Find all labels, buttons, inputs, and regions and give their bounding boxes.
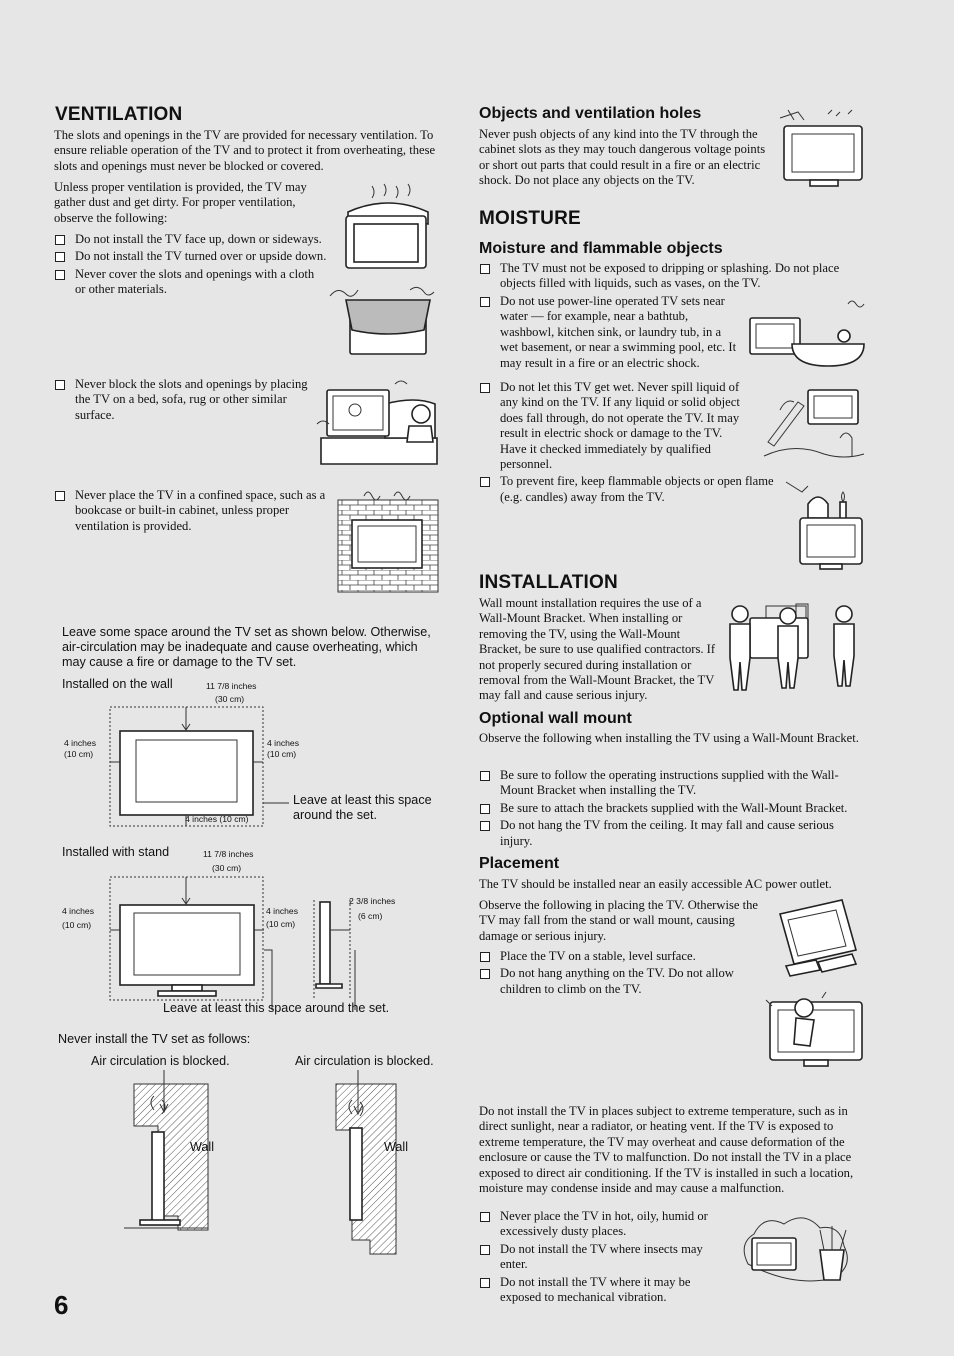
installation-text: Wall mount installation requires the use… — [479, 596, 716, 703]
moisture-title: MOISTURE — [479, 208, 581, 229]
tv-unstable-surface-illustration — [779, 899, 858, 977]
list-item: Do not hang the TV from the ceiling. It … — [479, 818, 865, 849]
temperature-text: Do not install the TV in places subject … — [479, 1104, 854, 1196]
wall-mount-installers-illustration — [729, 603, 855, 691]
list-item: Do not install the TV turned over or ups… — [54, 249, 336, 264]
wall-right-dim-cm: (10 cm) — [267, 749, 297, 759]
list-item: Never place the TV in hot, oily, humid o… — [479, 1209, 729, 1240]
list-item: The TV must not be exposed to dripping o… — [479, 261, 869, 292]
list-item: Do not install the TV where insects may … — [479, 1242, 729, 1273]
optional-wall-mount-title: Optional wall mount — [479, 710, 632, 727]
list-item: Do not install the TV where it may be ex… — [479, 1275, 729, 1306]
placement-list: Place the TV on a stable, level surface.… — [479, 949, 755, 999]
wall-label-left: Wall — [190, 1140, 215, 1154]
page-number: 6 — [54, 1290, 69, 1320]
ventilation-list-2: Never block the slots and openings by pl… — [54, 377, 314, 425]
moisture-list-2: Do not use power-line operated TV sets n… — [479, 294, 741, 373]
list-item: Be sure to attach the brackets supplied … — [479, 801, 874, 816]
ventilation-title: VENTILATION — [55, 104, 183, 125]
objects-text: Never push objects of any kind into the … — [479, 127, 766, 188]
list-item: To prevent fire, keep flammable objects … — [479, 474, 780, 505]
ventilation-list-1: Do not install the TV face up, down or s… — [54, 232, 336, 300]
wall-top-dim-cm: (30 cm) — [215, 694, 245, 704]
wall-bottom-dim: 4 inches (10 cm) — [185, 814, 249, 824]
ventilation-intro2: Unless proper ventilation is provided, t… — [54, 180, 307, 225]
blocked-right-label: Air circulation is blocked. — [295, 1054, 434, 1068]
stand-side-dim-cm: (6 cm) — [358, 911, 383, 921]
moisture-list-3: Do not let this TV get wet. Never spill … — [479, 380, 774, 507]
installation-title: INSTALLATION — [479, 572, 618, 593]
moisture-subtitle: Moisture and flammable objects — [479, 240, 723, 257]
space-note: Leave some space around the TV set as sh… — [62, 625, 431, 669]
list-item: Do not hang anything on the TV. Do not a… — [479, 966, 755, 997]
placement-text2: Observe the following in placing the TV.… — [479, 898, 758, 943]
list-item: Never place the TV in a confined space, … — [54, 488, 334, 534]
list-item: Do not install the TV face up, down or s… — [54, 232, 336, 247]
tv-covered-cloth-illustration — [329, 286, 435, 355]
wall-left-dim: 4 inches — [64, 738, 97, 748]
stand-side-dim: 2 3/8 inches — [349, 896, 396, 906]
ventilation-intro: The slots and openings in the TV are pro… — [54, 128, 436, 173]
never-install-label: Never install the TV set as follows: — [58, 1032, 251, 1046]
list-item: Place the TV on a stable, level surface. — [479, 949, 755, 964]
moisture-list-1: The TV must not be exposed to dripping o… — [479, 261, 869, 294]
wall-leave-note: Leave at least this space around the set… — [293, 793, 432, 822]
stand-top-dim: 11 7/8 inches — [203, 849, 254, 859]
tv-in-bookcase-illustration — [337, 491, 439, 593]
list-item: Never block the slots and openings by pl… — [54, 377, 314, 423]
tv-liquid-spill-illustration — [763, 389, 865, 458]
optional-wall-mount-list: Be sure to follow the operating instruct… — [479, 768, 874, 851]
stand-leave-note: Leave at least this space around the set… — [163, 1001, 390, 1015]
blocked-wall-diagram-left — [124, 1070, 209, 1231]
list-item: Do not use power-line operated TV sets n… — [479, 294, 741, 371]
blocked-wall-diagram-right — [335, 1070, 397, 1255]
stand-clearance-diagram — [109, 876, 356, 1010]
child-climbing-tv-illustration — [765, 991, 863, 1067]
wall-right-dim: 4 inches — [267, 738, 300, 748]
blocked-left-label: Air circulation is blocked. — [91, 1054, 230, 1068]
wall-install-label: Installed on the wall — [62, 677, 173, 691]
tv-on-sofa-illustration — [316, 380, 438, 465]
wall-clearance-diagram — [109, 706, 289, 827]
optional-wall-mount-text: Observe the following when installing th… — [479, 731, 859, 745]
stand-right-dim: 4 inches — [266, 906, 299, 916]
wall-left-dim-cm: (10 cm) — [64, 749, 94, 759]
stand-right-dim-cm: (10 cm) — [266, 919, 296, 929]
stand-left-dim-cm: (10 cm) — [62, 920, 92, 930]
placement-title: Placement — [479, 855, 560, 872]
list-item: Never cover the slots and openings with … — [54, 267, 325, 298]
wall-top-dim: 11 7/8 inches — [206, 681, 257, 691]
stand-left-dim: 4 inches — [62, 906, 95, 916]
environment-list: Never place the TV in hot, oily, humid o… — [479, 1209, 729, 1307]
tv-face-up-illustration — [345, 183, 429, 269]
stand-install-label: Installed with stand — [62, 845, 170, 859]
stand-top-dim-cm: (30 cm) — [212, 863, 242, 873]
tv-flammable-objects-illustration — [785, 481, 863, 570]
list-item: Do not let this TV get wet. Never spill … — [479, 380, 749, 472]
tv-dusty-humid-illustration — [743, 1217, 848, 1282]
tv-objects-illustration — [779, 109, 863, 187]
ventilation-list-3: Never place the TV in a confined space, … — [54, 488, 334, 536]
tv-near-water-illustration — [749, 300, 865, 367]
wall-label-right: Wall — [384, 1140, 409, 1154]
list-item: Be sure to follow the operating instruct… — [479, 768, 840, 799]
placement-text1: The TV should be installed near an easil… — [479, 877, 832, 891]
objects-title: Objects and ventilation holes — [479, 105, 702, 122]
